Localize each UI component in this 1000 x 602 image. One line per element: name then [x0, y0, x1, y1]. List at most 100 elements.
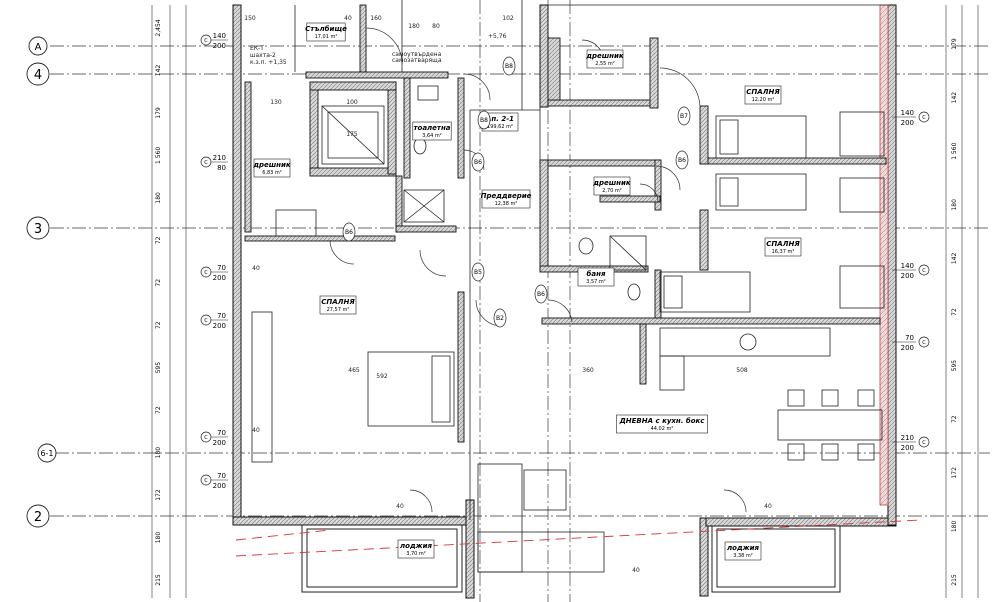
dimension-chain-left: [151, 5, 187, 598]
dim-d15: 40: [252, 427, 260, 434]
dim-d3: 160: [370, 15, 382, 22]
side-dim: 180: [951, 520, 958, 532]
room-area: 199,62 m²: [487, 124, 513, 130]
window-symbol: C: [204, 435, 208, 441]
note-1: самоутвърдена: [392, 51, 442, 58]
room-area: 3,57 m²: [586, 279, 606, 285]
side-dim: 595: [951, 360, 958, 372]
window-height: 200: [901, 119, 914, 127]
room-name: Преддверие: [481, 192, 532, 200]
window-tag-w-r3: 70 200 C: [892, 334, 930, 352]
door-code-text: B8: [505, 63, 513, 70]
dim-d5: 180: [408, 23, 420, 30]
axis-bubble-row-6-1: 6-1: [37, 443, 57, 463]
room-area: 16,37 m²: [772, 249, 795, 255]
door-code-d-b6-c: B6: [675, 150, 689, 170]
note-2: самозатваряща: [392, 57, 442, 64]
room-area: 12,38 m²: [495, 201, 518, 207]
room-area: 3,64 m²: [422, 133, 442, 139]
furniture: [251, 85, 885, 573]
side-dim: 215: [951, 574, 958, 586]
dim-d16: 40: [396, 503, 404, 510]
door-code-d-b6-b: B6: [471, 152, 485, 172]
room-name: Стълбище: [305, 25, 347, 33]
window-width: 140: [213, 32, 226, 40]
note-level: к.з.п. +1,35: [250, 59, 287, 66]
side-dim: 72: [155, 406, 162, 414]
dim-d9: 130: [270, 99, 282, 106]
room-area: 27,57 m²: [327, 307, 350, 313]
side-dim: 142: [951, 92, 958, 104]
side-dim: 2,454: [155, 19, 162, 36]
window-width: 140: [901, 109, 914, 117]
structural-walls: [879, 4, 889, 506]
side-dim: 595: [155, 362, 162, 374]
room-area: 44,02 m²: [651, 426, 674, 432]
room-name: дрешник: [252, 161, 291, 169]
room-area: 2,55 m²: [595, 61, 615, 67]
side-dim: 72: [155, 279, 162, 287]
window-symbol: C: [204, 160, 208, 166]
axis-bubble-row-4: 4: [26, 62, 50, 86]
dim-d14: 40: [252, 265, 260, 272]
room-name: Ап. 2-1: [485, 115, 514, 123]
window-height: 200: [213, 482, 226, 490]
window-symbol: C: [922, 440, 926, 446]
dim-d1: 150: [244, 15, 256, 22]
window-width: 70: [217, 472, 226, 480]
side-dim: 142: [951, 252, 958, 264]
note-shaft: ЕК-Т: [250, 45, 264, 52]
notes: ЕК-Т шахта-2 к.з.п. +1,35 +5,76 самоутвъ…: [250, 33, 507, 66]
room-name: дрешник: [592, 179, 631, 187]
window-width: 210: [213, 154, 226, 162]
axis-bubble-row-3: 3: [26, 216, 50, 240]
window-height: 200: [901, 344, 914, 352]
side-dim: 172: [951, 467, 958, 479]
dim-d10: 465: [348, 367, 360, 374]
door-code-d-b5: B5: [471, 262, 485, 282]
window-width: 210: [901, 434, 914, 442]
side-dim: 72: [951, 415, 958, 423]
window-width: 70: [905, 334, 914, 342]
window-width: 70: [217, 312, 226, 320]
room-area: 3,70 m²: [406, 551, 426, 557]
door-code-d-b6-a: B6: [342, 222, 356, 242]
dim-d2: 40: [344, 15, 352, 22]
door-code-text: B6: [537, 291, 545, 298]
door-code-text: B8: [480, 117, 488, 124]
door-code-text: B6: [345, 229, 353, 236]
svg-text:6-1: 6-1: [40, 449, 53, 458]
window-height: 80: [217, 164, 226, 172]
door-code-text: B5: [474, 269, 482, 276]
door-code-d-b8-top: B8: [502, 56, 516, 76]
window-height: 200: [901, 272, 914, 280]
dim-d13: 592: [376, 373, 388, 380]
window-height: 200: [213, 439, 226, 447]
partitions: [294, 0, 888, 520]
room-name: лоджия: [727, 544, 759, 552]
svg-text:4: 4: [34, 68, 42, 83]
door-code-d-b7: B7: [677, 106, 691, 126]
axis-bubble-row-2: 2: [26, 504, 50, 528]
window-symbol: C: [204, 270, 208, 276]
window-symbol: C: [922, 115, 926, 121]
window-tag-w-r1: 140 200 C: [892, 109, 930, 127]
room-area: 2,70 m²: [602, 188, 622, 194]
projection-lines: [235, 519, 921, 557]
dim-d8: 175: [346, 131, 358, 138]
window-tag-w-l2: 210 80 C: [200, 154, 228, 172]
axis-bubble-row-A: A: [28, 36, 48, 56]
side-dim: 72: [155, 321, 162, 329]
side-dim: 215: [155, 574, 162, 586]
note-shaft2: шахта-2: [250, 52, 276, 59]
window-symbol: C: [922, 340, 926, 346]
dim-d18: 40: [632, 567, 640, 574]
